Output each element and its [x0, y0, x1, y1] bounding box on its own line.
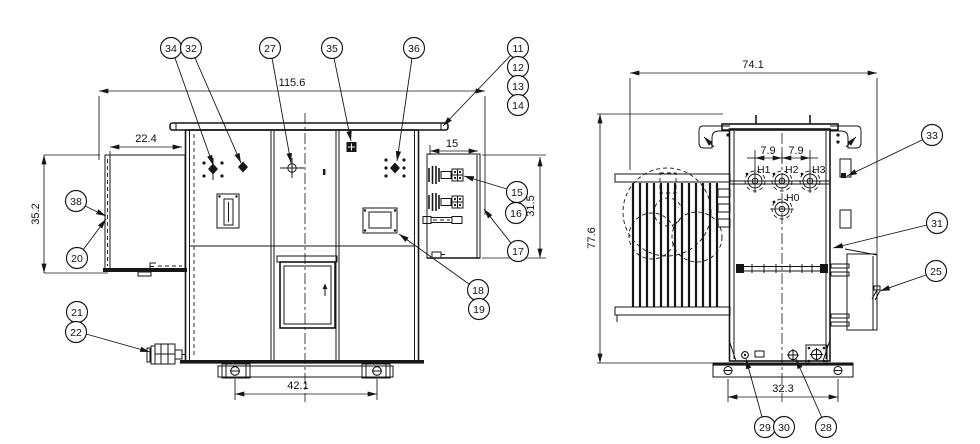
- svg-text:35: 35: [326, 43, 338, 55]
- balloon-29: 29: [753, 415, 777, 439]
- balloon-25: 25: [924, 259, 948, 283]
- oil-fill-target-27: [280, 158, 304, 178]
- front-cover-plate: [169, 122, 449, 131]
- tie-rod: [736, 264, 828, 273]
- balloon-12: 12: [506, 55, 530, 79]
- svg-text:13: 13: [512, 81, 524, 93]
- dim-hv-box-height: 31.5: [525, 195, 537, 216]
- terminal-h0: [770, 198, 794, 220]
- side-dimensions: 74.1 77.6 7.9 7.9 32.3: [586, 59, 878, 402]
- fitting-35: [346, 142, 357, 152]
- svg-text:28: 28: [820, 422, 832, 434]
- svg-text:38: 38: [70, 196, 82, 208]
- svg-text:15: 15: [511, 187, 523, 199]
- front-leaders: [82, 54, 512, 353]
- gauge-window: [362, 207, 398, 234]
- balloon-27: 27: [258, 36, 282, 60]
- balloon-38: 38: [64, 189, 88, 213]
- balloon-33: 33: [920, 123, 944, 147]
- balloon-35: 35: [320, 36, 344, 60]
- terminal-h2: [770, 170, 794, 192]
- balloon-13: 13: [506, 74, 530, 98]
- side-tank-body: [728, 128, 852, 362]
- dim-overall-width: 115.6: [279, 77, 306, 89]
- side-radiator: [614, 173, 731, 322]
- svg-text:14: 14: [512, 100, 524, 112]
- hv-bushing-1: [428, 166, 464, 184]
- svg-text:29: 29: [759, 422, 771, 434]
- dim-left-radiator-width: 22.4: [135, 133, 156, 145]
- front-left-radiator-box: [103, 154, 187, 277]
- side-leaders: [745, 139, 928, 419]
- balloon-17: 17: [506, 239, 530, 263]
- dim-left-radiator-height: 35.2: [30, 203, 42, 224]
- label-h0: H0: [786, 192, 800, 204]
- pocket-plate: [216, 193, 240, 229]
- dim-overall-depth: 74.1: [742, 59, 763, 71]
- balloon-16: 16: [504, 201, 528, 225]
- side-view: H1 H2 H3 H0: [586, 59, 949, 439]
- side-base: [712, 362, 854, 378]
- balloon-21: 21: [65, 300, 89, 324]
- svg-text:20: 20: [71, 253, 83, 265]
- svg-text:22: 22: [70, 327, 82, 339]
- front-dimensions: 115.6 22.4 35.2 15 31.5 42.1: [30, 77, 546, 400]
- balloon-18: 18: [466, 278, 490, 302]
- svg-text:19: 19: [473, 304, 485, 316]
- front-base: [217, 363, 394, 379]
- dim-bushing-pitch-left: 7.9: [760, 145, 775, 157]
- svg-text:27: 27: [264, 43, 276, 55]
- dim-side-base-pitch: 32.3: [772, 383, 793, 395]
- dim-hv-box-width: 15: [446, 138, 458, 150]
- svg-text:17: 17: [512, 246, 524, 258]
- svg-text:18: 18: [472, 285, 484, 297]
- balloon-36: 36: [402, 36, 426, 60]
- svg-text:32: 32: [185, 43, 197, 55]
- cabinet-door: [276, 255, 338, 329]
- balloon-22: 22: [64, 320, 88, 344]
- hv-box-foot: [431, 251, 445, 259]
- balloon-28: 28: [814, 415, 838, 439]
- hv-bushing-2: [428, 193, 464, 211]
- svg-text:11: 11: [513, 43, 524, 55]
- dim-overall-height: 77.6: [586, 227, 598, 248]
- balloon-14: 14: [506, 93, 530, 117]
- plug-32: [238, 161, 248, 173]
- svg-text:30: 30: [778, 422, 790, 434]
- balloon-20: 20: [65, 246, 89, 270]
- svg-text:36: 36: [408, 43, 420, 55]
- valve-cluster-36: [384, 158, 406, 178]
- svg-text:25: 25: [930, 266, 942, 278]
- dim-bushing-pitch-right: 7.9: [788, 145, 803, 157]
- balloon-34: 34: [159, 36, 183, 60]
- balloon-31: 31: [925, 211, 949, 235]
- label-h1: H1: [757, 164, 771, 176]
- label-h3: H3: [812, 164, 826, 176]
- side-cabinet: [830, 248, 881, 331]
- balloon-11: 11: [506, 36, 530, 60]
- svg-text:34: 34: [165, 43, 177, 55]
- balloon-19: 19: [467, 297, 491, 321]
- side-bottom-fittings: [741, 344, 828, 365]
- side-cover-plate: [721, 115, 839, 131]
- drain-valve-22: [146, 343, 186, 365]
- thermometer-cluster: [202, 158, 224, 180]
- lifting-lug-right: [830, 125, 862, 149]
- lifting-lug-left: [698, 125, 730, 149]
- balloon-32: 32: [179, 36, 203, 60]
- svg-text:31: 31: [931, 218, 943, 230]
- svg-text:21: 21: [71, 307, 83, 319]
- svg-text:16: 16: [510, 208, 522, 220]
- front-hv-box: [422, 153, 481, 259]
- dim-base-hole-pitch: 42.1: [287, 380, 308, 392]
- balloon-30: 30: [772, 415, 796, 439]
- svg-text:12: 12: [512, 62, 524, 74]
- label-h2: H2: [785, 164, 799, 176]
- hv-box-bracket: [422, 216, 463, 224]
- small-plug: [323, 169, 326, 175]
- front-view: 115.6 22.4 35.2 15 31.5 42.1: [30, 36, 546, 402]
- svg-text:33: 33: [926, 130, 938, 142]
- balloon-15: 15: [505, 180, 529, 204]
